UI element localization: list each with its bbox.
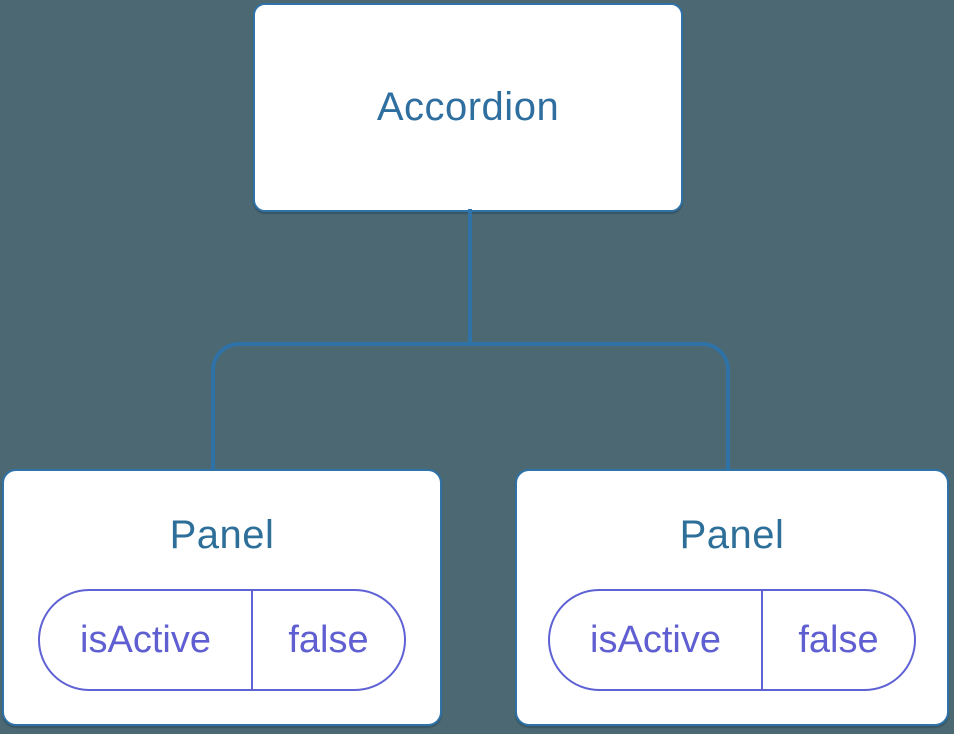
state-key-cell: isActive xyxy=(80,618,211,661)
state-value-cell: false xyxy=(761,591,914,689)
state-pill: isActive false xyxy=(548,589,916,691)
panel-node-label: Panel xyxy=(679,513,785,557)
state-pill: isActive false xyxy=(38,589,406,691)
accordion-node-label: Accordion xyxy=(376,85,560,129)
state-key-cell: isActive xyxy=(590,618,721,661)
panel-node-right: Panel isActive false xyxy=(515,469,949,726)
panel-node-label: Panel xyxy=(169,513,275,557)
connector-stem xyxy=(468,209,472,344)
connector-bracket xyxy=(211,342,730,472)
accordion-node: Accordion xyxy=(253,3,683,212)
state-value-cell: false xyxy=(251,591,404,689)
panel-node-left: Panel isActive false xyxy=(2,469,442,726)
